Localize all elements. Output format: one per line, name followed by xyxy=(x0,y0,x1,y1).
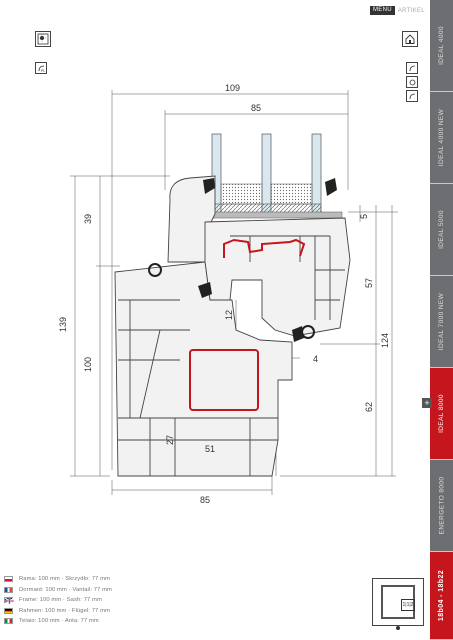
flag-it-icon xyxy=(4,618,13,625)
flag-de-icon xyxy=(4,607,13,614)
dim-12: 12 xyxy=(224,310,234,320)
legend-text: Telaio: 100 mm · Anta: 77 mm xyxy=(19,618,99,625)
dim-109: 109 xyxy=(225,83,240,93)
thumb-marker xyxy=(396,626,400,630)
frame-profile xyxy=(114,261,293,477)
flag-fr-icon xyxy=(4,586,13,593)
legend-row: Frame: 100 mm · Sash: 77 mm xyxy=(4,595,244,606)
dim-85-bottom: 85 xyxy=(200,495,210,505)
dim-85-top: 85 xyxy=(251,103,261,113)
flag-pl-icon xyxy=(4,576,13,583)
gaskets xyxy=(148,178,337,342)
tab-label: IDEAL 4000 NEW xyxy=(438,108,446,167)
dim-62: 62 xyxy=(364,402,374,412)
dim-51: 51 xyxy=(205,444,215,454)
tab-label: ENERGETO 8000 xyxy=(438,476,446,535)
house-icon[interactable] xyxy=(402,31,418,47)
window-section-drawing xyxy=(70,90,398,495)
legend-text: Rama: 100 mm · Skrzydło: 77 mm xyxy=(19,576,110,583)
handle-icon[interactable]: PL xyxy=(35,62,47,74)
legend-row: Telaio: 100 mm · Anta: 77 mm xyxy=(4,616,244,627)
dim-57: 57 xyxy=(364,278,374,288)
dim-27: 27 xyxy=(165,435,175,445)
steel-reinforcement xyxy=(189,238,306,411)
flag-gb-icon xyxy=(4,597,14,605)
tab-ideal-4000[interactable]: IDEAL 4000 xyxy=(430,0,453,92)
product-sidebar: IDEAL 4000 IDEAL 4000 NEW IDEAL 5000 IDE… xyxy=(430,0,453,640)
menu-label[interactable]: MENU xyxy=(370,6,395,15)
dimension-labels: 109 85 39 139 100 12 5 57 124 4 62 27 51… xyxy=(58,83,390,505)
dim-124: 124 xyxy=(380,333,390,348)
legend-text: Frame: 100 mm · Sash: 77 mm xyxy=(19,597,102,604)
legend: Rama: 100 mm · Skrzydło: 77 mm Dormant: … xyxy=(4,574,244,627)
tab-ideal-4000-new[interactable]: IDEAL 4000 NEW xyxy=(430,92,453,184)
tab-label: IDEAL 4000 xyxy=(438,26,445,65)
legend-text: Rahmen: 100 mm · Flügel: 77 mm xyxy=(19,607,110,614)
legend-text: Dormant: 100 mm · Vantail: 77 mm xyxy=(19,586,112,593)
plus-icon[interactable]: + xyxy=(422,398,432,408)
thumb-label: 1|1|2 xyxy=(401,599,415,611)
handle-gap-icon[interactable] xyxy=(406,76,418,88)
sun-window-icon[interactable] xyxy=(35,31,51,47)
menu-sub: ARTIKEL xyxy=(397,7,425,14)
legend-row: Rama: 100 mm · Skrzydło: 77 mm xyxy=(4,574,244,585)
glazing-unit xyxy=(211,133,343,219)
dim-39: 39 xyxy=(83,214,93,224)
dim-4: 4 xyxy=(313,354,318,364)
page-range: 18b04 - 18b22 xyxy=(430,552,453,640)
tab-label: IDEAL 7000 NEW xyxy=(438,292,446,351)
handle-icon[interactable] xyxy=(406,90,418,102)
dim-139: 139 xyxy=(58,317,68,332)
thumb-frame: 1|1|2 xyxy=(381,585,415,619)
tab-energeto-8000[interactable]: ENERGETO 8000 xyxy=(430,460,453,552)
dim-5: 5 xyxy=(359,214,369,219)
svg-text:PL: PL xyxy=(41,69,45,73)
tab-ideal-8000[interactable]: IDEAL 8000 xyxy=(430,368,453,460)
tab-ideal-5000[interactable]: IDEAL 5000 xyxy=(430,184,453,276)
handle-icon[interactable] xyxy=(406,62,418,74)
tab-label: IDEAL 8000 xyxy=(438,394,445,433)
tab-label: IDEAL 5000 xyxy=(438,210,445,249)
tab-ideal-7000-new[interactable]: IDEAL 7000 NEW xyxy=(430,276,453,368)
menu-tag[interactable]: MENU ARTIKEL xyxy=(370,6,425,15)
dim-100: 100 xyxy=(83,357,93,372)
page-range-label: 18b04 - 18b22 xyxy=(438,569,445,622)
legend-row: Dormant: 100 mm · Vantail: 77 mm xyxy=(4,585,244,596)
window-thumbnail[interactable]: 1|1|2 xyxy=(372,578,424,626)
legend-row: Rahmen: 100 mm · Flügel: 77 mm xyxy=(4,606,244,617)
